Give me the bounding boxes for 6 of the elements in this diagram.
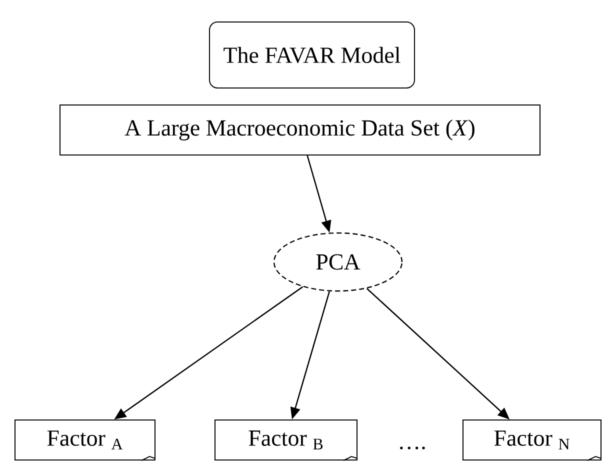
ellipsis-label: …. [400, 446, 425, 450]
title-box: The FAVAR Model [209, 22, 415, 88]
data-set-box: A Large Macroeconomic Data Set (X) [60, 104, 540, 156]
factor-box: Factor $_{B}$ [214, 420, 358, 461]
factor-box: Factor $_{N}$ [462, 420, 602, 461]
factor-box: Factor $_{A}$ [14, 420, 156, 461]
